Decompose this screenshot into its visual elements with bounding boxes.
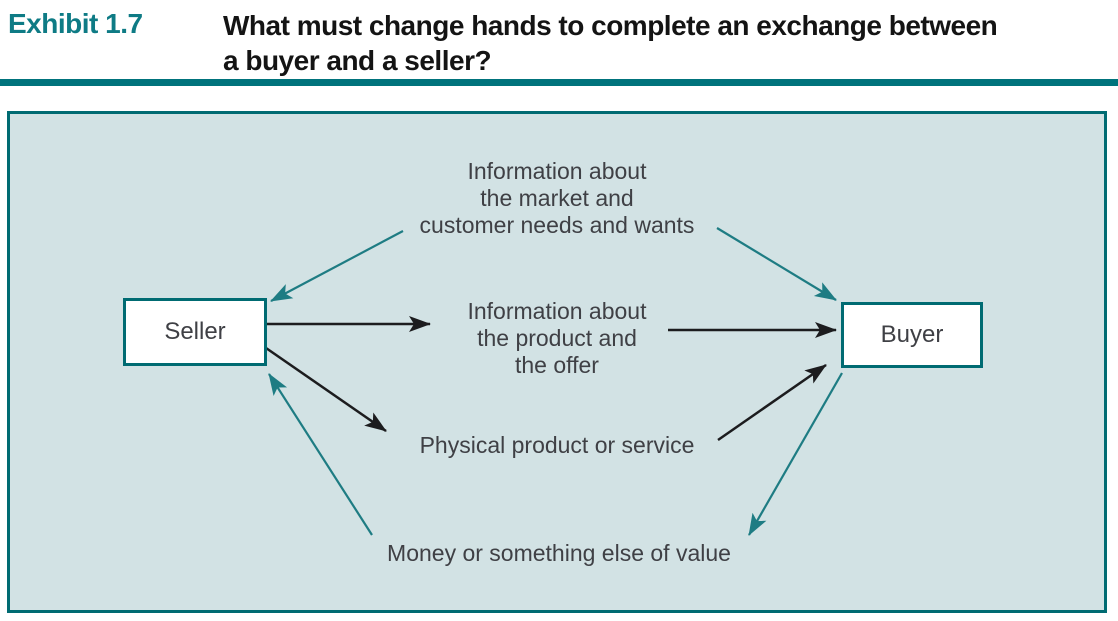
market-info-line1: Information about bbox=[467, 158, 647, 184]
arrow-buyer-to-money bbox=[748, 372, 843, 536]
product-info-line2: the product and bbox=[477, 325, 637, 351]
money-label: Money or something else of value bbox=[387, 540, 731, 566]
product-info-label: Information about the product and the of… bbox=[407, 298, 707, 379]
exchange-diagram-panel: Seller Buyer Information about the marke… bbox=[7, 111, 1107, 613]
arrow-layer bbox=[265, 227, 843, 536]
exhibit-title: What must change hands to complete an ex… bbox=[223, 8, 998, 78]
market-info-line2: the market and bbox=[480, 185, 634, 211]
seller-node: Seller bbox=[123, 298, 267, 366]
product-info-line1: Information about bbox=[467, 298, 647, 324]
exhibit-label: Exhibit 1.7 bbox=[8, 8, 143, 39]
arrow-physical-product-to-buyer bbox=[717, 363, 827, 442]
buyer-node: Buyer bbox=[841, 302, 983, 368]
header-rule bbox=[0, 79, 1118, 86]
arrow-money-to-seller bbox=[268, 373, 373, 536]
arrow-seller-to-physical-product bbox=[265, 346, 387, 433]
exhibit-title-line2: a buyer and a seller? bbox=[223, 45, 492, 76]
product-info-line3: the offer bbox=[515, 352, 599, 378]
buyer-node-label: Buyer bbox=[880, 321, 944, 348]
market-info-label: Information about the market and custome… bbox=[377, 158, 737, 239]
arrow-market-info-to-seller bbox=[270, 230, 404, 302]
exhibit-title-line1: What must change hands to complete an ex… bbox=[223, 10, 998, 41]
physical-product-label: Physical product or service bbox=[419, 432, 695, 458]
market-info-line3: customer needs and wants bbox=[419, 212, 695, 238]
seller-node-label: Seller bbox=[164, 318, 226, 345]
arrow-market-info-to-buyer bbox=[716, 227, 837, 301]
